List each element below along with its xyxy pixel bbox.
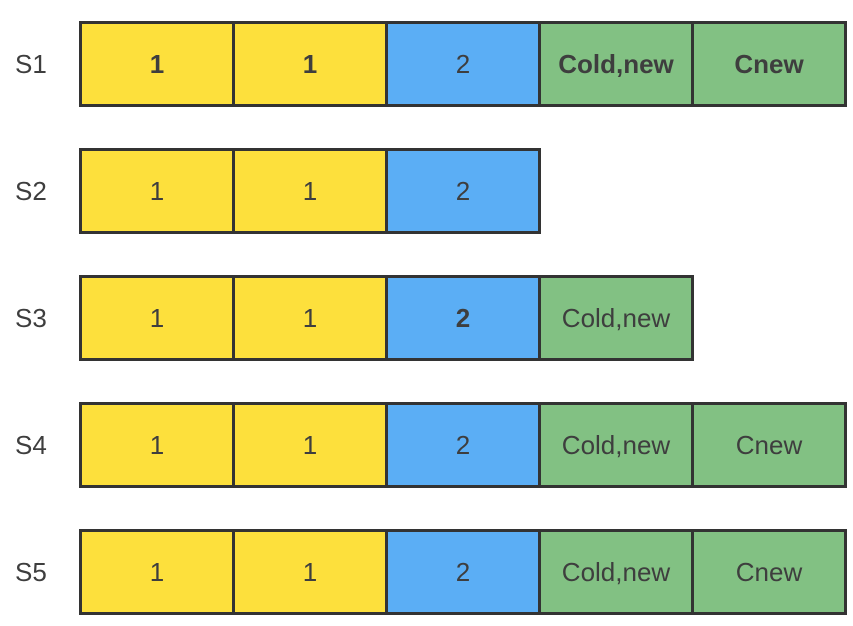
cell-blue: 2 [388,532,541,612]
cell-green: Cold,new [541,532,694,612]
cell-green: Cnew [694,532,844,612]
row-label: S3 [15,302,47,333]
cell-green: Cold,new [541,278,691,358]
cell-yellow: 1 [82,532,235,612]
cell-blue: 2 [388,405,541,485]
cell-green: Cold,new [541,405,694,485]
cell-yellow: 1 [82,24,235,104]
cell-yellow: 1 [235,151,388,231]
row-label: S5 [15,556,47,587]
cell-yellow: 1 [235,278,388,358]
cell-blue: 2 [388,24,541,104]
cell-yellow: 1 [82,151,235,231]
row-label: S1 [15,48,47,79]
cell-green: Cold,new [541,24,694,104]
cell-blue: 2 [388,278,541,358]
row-label: S4 [15,429,47,460]
row-label: S2 [15,175,47,206]
cell-yellow: 1 [82,405,235,485]
cell-yellow: 1 [235,405,388,485]
cell-yellow: 1 [235,24,388,104]
cell-yellow: 1 [235,532,388,612]
cell-yellow: 1 [82,278,235,358]
cell-green: Cnew [694,405,844,485]
cell-green: Cnew [694,24,844,104]
cell-blue: 2 [388,151,538,231]
